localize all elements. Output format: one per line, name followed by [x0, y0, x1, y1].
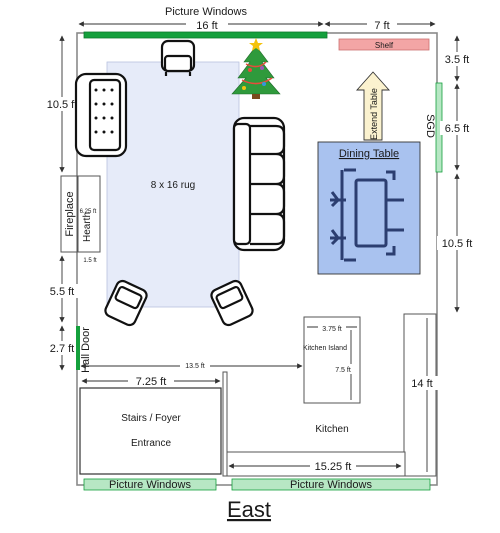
fireplace-label: Fireplace	[64, 191, 76, 236]
extend-table-arrow: Extend Table	[355, 71, 391, 141]
bottom-window-left-label: Picture Windows	[109, 479, 191, 491]
dining-set-icon	[330, 168, 404, 262]
top-width-main-label: 16 ft	[196, 20, 217, 32]
armchair-bottom-right	[210, 279, 254, 327]
kitchen-counter	[403, 313, 437, 477]
kitchen-dim-bottom-label: 15.25 ft	[315, 461, 352, 473]
island-label: Kitchen Island	[303, 345, 347, 352]
shelf	[338, 38, 430, 51]
top-width-right-label: 7 ft	[374, 20, 389, 32]
hearth-depth-label: 6.25 ft	[80, 209, 97, 215]
rug-label: 8 x 16 rug	[151, 180, 195, 191]
left-dim-mid-label: 5.5 ft	[50, 286, 74, 298]
shelf-label: Shelf	[375, 41, 394, 50]
hall-door-label: Hall Door	[80, 327, 92, 373]
island-depth-label: 7.5 ft	[335, 367, 351, 374]
island-width-label: 3.75 ft	[322, 326, 342, 333]
left-dim-top-label: 10.5 ft	[47, 99, 78, 111]
left-dim-door-label: 2.7 ft	[50, 343, 74, 355]
foyer	[79, 387, 222, 475]
hearth-width-label: 1.5 ft	[83, 258, 97, 264]
bottom-window-right	[231, 478, 431, 491]
hearth	[77, 175, 101, 253]
hearth-label: Hearth	[82, 212, 93, 242]
foyer-width-label: 7.25 ft	[136, 376, 167, 388]
armchair-top	[160, 39, 196, 76]
sgd-label: SGD	[424, 114, 436, 138]
foyer-label-2: Entrance	[131, 438, 171, 449]
kitchen-dim-14-label: 14 ft	[411, 378, 432, 390]
kitchen-partition	[222, 371, 228, 477]
center-dim-label: 13.5 ft	[185, 363, 205, 370]
top-picture-windows-label: Picture Windows	[165, 6, 247, 18]
top-picture-window	[83, 31, 328, 39]
armchair-bottom-left	[104, 279, 148, 327]
right-dim-sgd-label: 6.5 ft	[445, 123, 469, 135]
foyer-label-1: Stairs / Foyer	[121, 413, 181, 424]
compass-label: East	[227, 497, 271, 522]
sofa-right	[232, 116, 286, 252]
bottom-window-right-label: Picture Windows	[290, 479, 372, 491]
sofa-left	[74, 72, 128, 158]
extend-table-label: Extend Table	[369, 88, 379, 140]
kitchen-label: Kitchen	[315, 424, 348, 435]
christmas-tree-icon	[231, 38, 281, 99]
fireplace	[60, 175, 78, 253]
hall-door	[76, 326, 80, 370]
right-dim-lower-label: 10.5 ft	[442, 238, 473, 250]
dining-area	[317, 141, 421, 275]
right-dim-top-label: 3.5 ft	[445, 54, 469, 66]
bottom-window-left	[83, 478, 217, 491]
dining-table-label: Dining Table	[339, 148, 399, 160]
